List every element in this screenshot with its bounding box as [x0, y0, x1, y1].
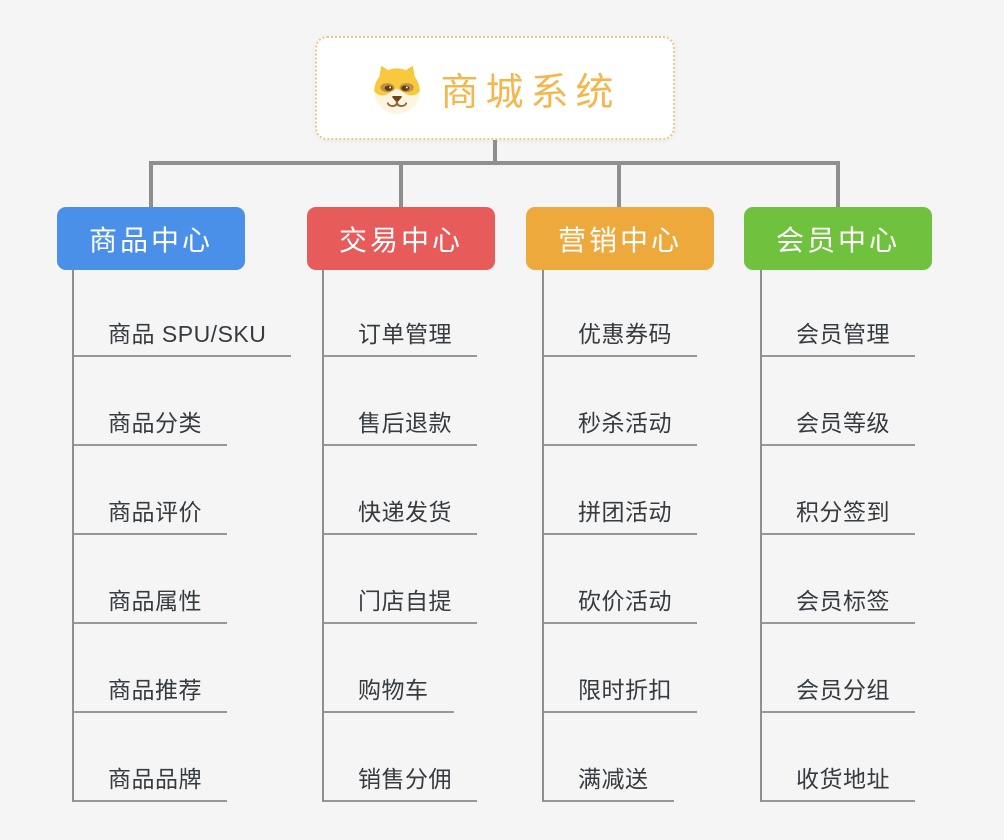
subtopic-item[interactable]: 会员管理 [762, 319, 915, 357]
branch-label: 商品中心 [88, 224, 213, 256]
branch-children-marketing-center: 优惠券码 秒杀活动 拼团活动 砍价活动 限时折扣 满减送 [542, 270, 794, 802]
connector-drop-marketing [617, 163, 621, 209]
subtopic-item[interactable]: 优惠券码 [544, 319, 697, 357]
branch-box-trade-center[interactable]: 交易中心 [307, 207, 495, 270]
subtopic-item[interactable]: 商品分类 [74, 408, 227, 446]
connector-horizontal [149, 161, 840, 165]
connector-drop-trade [399, 163, 403, 209]
subtopic-item[interactable]: 快递发货 [324, 497, 477, 535]
subtopic-item[interactable]: 商品评价 [74, 497, 227, 535]
subtopic-item[interactable]: 砍价活动 [544, 586, 697, 624]
subtopic-item[interactable]: 收货地址 [762, 764, 915, 802]
branch-children-product-center: 商品 SPU/SKU 商品分类 商品评价 商品属性 商品推荐 商品品牌 [72, 270, 324, 802]
subtopic-item[interactable]: 订单管理 [324, 319, 477, 357]
branch-box-member-center[interactable]: 会员中心 [744, 207, 932, 270]
branch-label: 交易中心 [338, 224, 463, 256]
subtopic-item[interactable]: 售后退款 [324, 408, 477, 446]
subtopic-item[interactable]: 会员分组 [762, 675, 915, 713]
branch-box-product-center[interactable]: 商品中心 [57, 207, 245, 270]
root-title: 商城系统 [440, 71, 621, 114]
subtopic-item[interactable]: 会员标签 [762, 586, 915, 624]
subtopic-item[interactable]: 拼团活动 [544, 497, 697, 535]
shiba-dog-icon [374, 65, 421, 114]
subtopic-item[interactable]: 门店自提 [324, 586, 477, 624]
branch-children-trade-center: 订单管理 售后退款 快递发货 门店自提 购物车 销售分佣 [322, 270, 574, 802]
root-node[interactable]: 商城系统 [315, 36, 675, 140]
connector-drop-member [836, 163, 840, 209]
subtopic-item[interactable]: 商品属性 [74, 586, 227, 624]
subtopic-item[interactable]: 会员等级 [762, 408, 915, 446]
subtopic-item[interactable]: 限时折扣 [544, 675, 697, 713]
subtopic-item[interactable]: 商品推荐 [74, 675, 227, 713]
subtopic-item[interactable]: 购物车 [324, 675, 454, 713]
subtopic-item[interactable]: 销售分佣 [324, 764, 477, 802]
branch-children-member-center: 会员管理 会员等级 积分签到 会员标签 会员分组 收货地址 [760, 270, 1004, 802]
subtopic-item[interactable]: 满减送 [544, 764, 674, 802]
branch-box-marketing-center[interactable]: 营销中心 [526, 207, 714, 270]
branch-label: 营销中心 [557, 224, 682, 256]
branch-label: 会员中心 [775, 224, 900, 256]
connector-root-drop [493, 140, 497, 164]
subtopic-item[interactable]: 商品 SPU/SKU [74, 319, 292, 357]
subtopic-item[interactable]: 商品品牌 [74, 764, 227, 802]
connector-drop-product [149, 163, 153, 209]
subtopic-item[interactable]: 积分签到 [762, 497, 915, 535]
subtopic-item[interactable]: 秒杀活动 [544, 408, 697, 446]
